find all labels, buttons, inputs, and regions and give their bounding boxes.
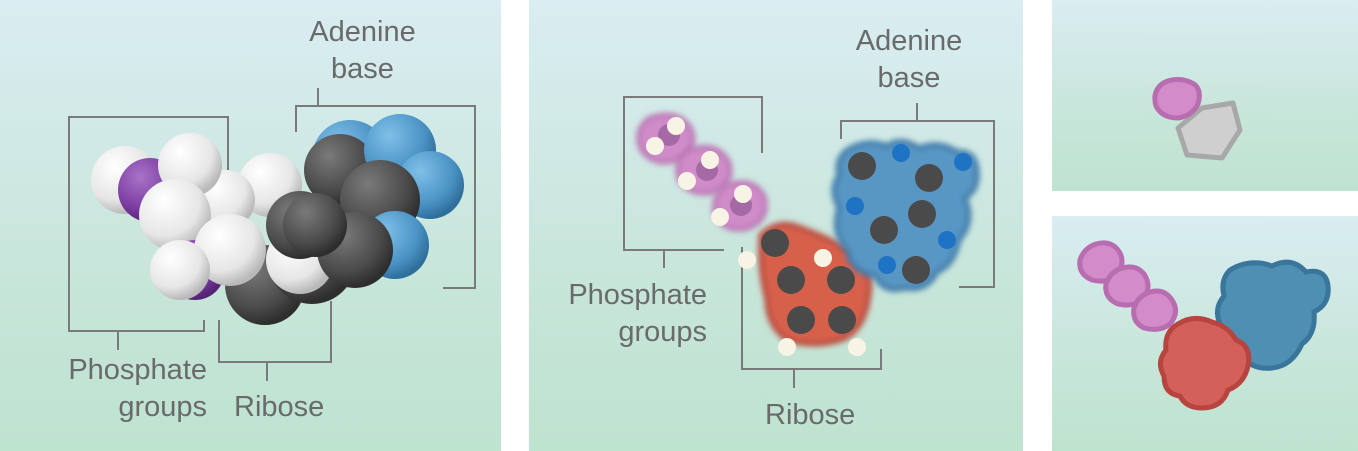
- phosphate-groups: [636, 112, 768, 232]
- phosphate-bracket: [68, 116, 229, 332]
- hydrogen-atom: [194, 214, 266, 286]
- simple-icon: [1152, 77, 1243, 161]
- phosphate-blob: [1103, 264, 1151, 308]
- nitrogen-atom: [954, 153, 972, 171]
- hydrogen-atom: [711, 208, 729, 226]
- ball-model-panel: Adenine base Phosphate groups Ribose: [529, 0, 1023, 451]
- phosphate-groups-label: Phosphate groups: [37, 352, 207, 426]
- space-filling-model: [68, 88, 476, 381]
- hydrogen-atom: [778, 338, 796, 356]
- nitrogen-atom: [878, 256, 896, 274]
- hydrogen-atom: [667, 117, 685, 135]
- carbon-atom: [908, 200, 936, 228]
- base-bracket: [840, 120, 995, 288]
- hydrogen-atom: [734, 185, 752, 203]
- base-blob: [1215, 259, 1331, 371]
- space-filling-model-panel: Adenine base Phosphate groups Ribose: [0, 0, 501, 451]
- carbon-atom: [283, 193, 347, 257]
- nitrogen-atom: [892, 144, 910, 162]
- ribose-label: Ribose: [234, 391, 325, 423]
- ribose-bracket: [741, 247, 882, 370]
- carbon-atom: [848, 152, 876, 180]
- phosphate-blob: [1152, 77, 1202, 121]
- base-bracket: [295, 105, 476, 289]
- label-line: Adenine: [855, 25, 963, 57]
- label-line: groups: [118, 391, 207, 423]
- adenine-base-label: Adenine base: [290, 14, 435, 88]
- hydrogen-atom: [646, 137, 664, 155]
- label-line: base: [877, 62, 941, 94]
- carbon-atom: [915, 164, 943, 192]
- hydrogen-atom: [150, 240, 210, 300]
- ribose-blob: [1158, 316, 1252, 411]
- hydrogen-atom: [814, 249, 832, 267]
- ribose-label: Ribose: [765, 399, 856, 431]
- hydrogen-atom: [678, 172, 696, 190]
- ball-model: [623, 96, 995, 388]
- nitrogen-atom: [846, 197, 864, 215]
- blob-icon: [1077, 240, 1331, 411]
- nitrogen-atom: [938, 231, 956, 249]
- hydrogen-atom: [848, 338, 866, 356]
- phosphate-blob: [1131, 288, 1178, 332]
- atoms: [91, 114, 464, 325]
- carbon-atom: [902, 256, 930, 284]
- phosphate-bracket: [623, 96, 763, 251]
- carbon-atom: [787, 306, 815, 334]
- ribose-sugar: [738, 221, 873, 356]
- carbon-atom: [777, 266, 805, 294]
- carbon-atom: [870, 216, 898, 244]
- blob-icon-panel: [1052, 216, 1358, 451]
- ribose-bracket: [218, 301, 332, 363]
- phosphate-groups-label: Phosphate groups: [547, 277, 707, 351]
- carbon-atom: [827, 266, 855, 294]
- label-line: Adenine: [309, 16, 416, 48]
- label-line: base: [331, 53, 394, 85]
- adenine-base-label: Adenine base: [834, 23, 984, 97]
- carbon-atom: [828, 306, 856, 334]
- label-line: Phosphate: [68, 354, 207, 386]
- label-line: groups: [618, 316, 707, 348]
- adenine-base: [831, 139, 980, 292]
- carbon-atom: [761, 229, 789, 257]
- sugar-pentagon: [1175, 100, 1243, 161]
- simple-icon-panel: [1052, 0, 1358, 191]
- label-line: Phosphate: [568, 279, 707, 311]
- hydrogen-atom: [139, 179, 211, 251]
- hydrogen-atom: [738, 251, 756, 269]
- hydrogen-atom: [701, 151, 719, 169]
